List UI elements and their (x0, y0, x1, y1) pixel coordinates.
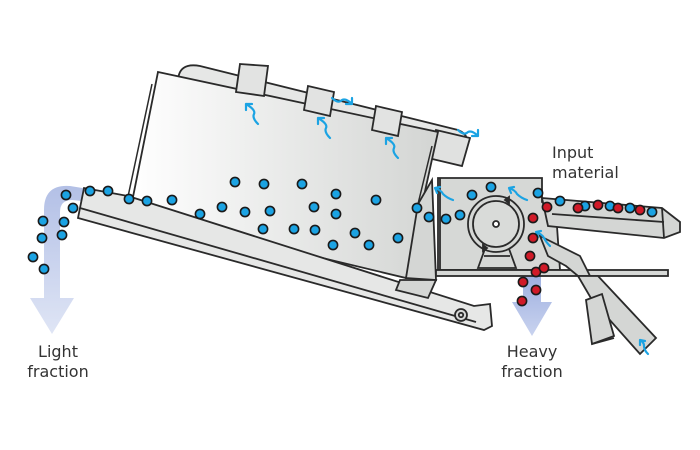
heavy-particle (612, 202, 624, 214)
heavy-particle (530, 284, 542, 296)
light-particle (38, 263, 50, 275)
light-particle (27, 251, 39, 263)
heavy-particle (517, 276, 529, 288)
light-particle (330, 188, 342, 200)
light-particle (370, 194, 382, 206)
light-particle (166, 194, 178, 206)
light-particle (327, 239, 339, 251)
light-particle (229, 176, 241, 188)
light-particle (624, 202, 636, 214)
rotor-drum (467, 195, 525, 269)
light-particle (36, 232, 48, 244)
light-particle (411, 202, 423, 214)
light-particle (646, 206, 658, 218)
input-material-label-line2: material (552, 163, 619, 182)
light-particle (296, 178, 308, 190)
airflow-arrow (433, 185, 455, 202)
air-inlet-duct (538, 234, 658, 356)
light-particle (60, 189, 72, 201)
heavy-fraction-arrow (512, 276, 552, 336)
airflow-arrow (638, 338, 650, 356)
light-particle (454, 209, 466, 221)
light-particle (84, 185, 96, 197)
light-particle (239, 206, 251, 218)
light-particle (58, 216, 70, 228)
light-particle (194, 208, 206, 220)
airflow-arrow (244, 102, 260, 126)
heavy-particle (634, 204, 646, 216)
light-particle (440, 213, 452, 225)
light-particle (363, 239, 375, 251)
light-particle (102, 185, 114, 197)
light-fraction-label: Light fraction (18, 342, 98, 382)
input-material-label-line1: Input (552, 143, 594, 162)
light-particle (264, 205, 276, 217)
light-particle (123, 193, 135, 205)
heavy-particle (541, 201, 553, 213)
light-particle (392, 232, 404, 244)
heavy-particle (572, 202, 584, 214)
light-particle (141, 195, 153, 207)
light-particle (466, 189, 478, 201)
airflow-arrow (384, 136, 400, 160)
light-particle (308, 201, 320, 213)
frame-rail (435, 269, 669, 277)
clamps (234, 63, 404, 138)
light-particle (56, 229, 68, 241)
light-particles (27, 176, 658, 275)
heavy-particle (524, 250, 536, 262)
light-particle (423, 211, 435, 223)
airflow-arrow (456, 128, 480, 138)
heavy-particle (516, 295, 528, 307)
input-material-label: Input material (552, 143, 642, 183)
light-particle (554, 195, 566, 207)
heavy-particle (538, 262, 550, 274)
light-fraction-arrow (30, 185, 132, 334)
light-particle (532, 187, 544, 199)
light-particle (485, 181, 497, 193)
airflow-arrows (244, 96, 650, 356)
airflow-arrow (316, 116, 332, 140)
heavy-fraction-label-line1: Heavy (506, 342, 558, 361)
light-particle (257, 223, 269, 235)
inclined-deck (76, 186, 493, 331)
light-particle (37, 215, 49, 227)
heavy-particle (592, 199, 604, 211)
heavy-particles (516, 199, 646, 307)
airflow-arrow (330, 96, 354, 106)
light-particle (309, 224, 321, 236)
heavy-fraction-label-line2: fraction (501, 362, 563, 381)
heavy-particle (527, 212, 539, 224)
light-fraction-label-line1: Light (38, 342, 78, 361)
light-particle (349, 227, 361, 239)
light-fraction-label-line2: fraction (27, 362, 89, 381)
heavy-fraction-label: Heavy fraction (492, 342, 572, 382)
light-particle (258, 178, 270, 190)
heavy-particle (527, 232, 539, 244)
housing-base (394, 176, 438, 300)
light-particle (67, 202, 79, 214)
light-particle (216, 201, 228, 213)
airflow-arrow (507, 185, 529, 202)
light-particle (330, 208, 342, 220)
light-particle (288, 223, 300, 235)
